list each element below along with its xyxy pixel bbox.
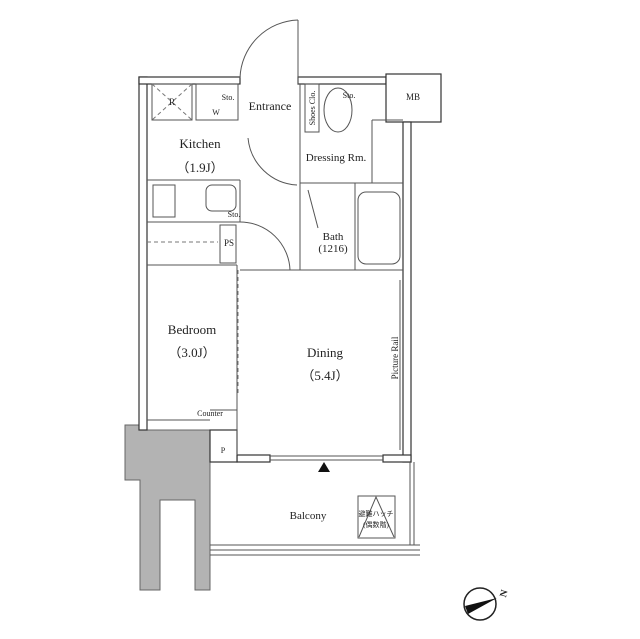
dining-size: （5.4J） [301, 368, 348, 383]
north-label: N [498, 588, 511, 599]
ps-label: PS [224, 238, 234, 248]
bath-door [307, 189, 319, 229]
p-label: P [221, 446, 226, 455]
washer-space [195, 83, 239, 121]
bath-label: Bath [323, 231, 344, 243]
ps-shaft [219, 224, 237, 264]
hatch-note: (偶数階) [363, 520, 389, 529]
window [270, 455, 383, 461]
mb-box [385, 73, 442, 123]
fridge-label: R [169, 97, 175, 107]
evacuation-hatch [357, 495, 396, 539]
entrance-door [239, 19, 299, 84]
dressing-label: Dressing Rm. [306, 152, 367, 164]
bedroom-door [239, 221, 291, 271]
washer-label: W [212, 108, 220, 117]
dining-label: Dining [307, 345, 344, 360]
outer-walls [138, 73, 442, 463]
bedroom-label: Bedroom [168, 322, 216, 337]
storage-label: Sto. [343, 91, 356, 100]
storage-label: Sto. [228, 210, 241, 219]
balcony-label: Balcony [290, 510, 327, 522]
bath-size: (1216) [318, 243, 348, 255]
window-marker-icon [318, 462, 330, 472]
sink-icon [205, 184, 237, 212]
bedroom-size: （3.0J） [168, 345, 215, 360]
picture-rail-label: Picture Rail [390, 336, 400, 379]
entrance-label: Entrance [249, 99, 292, 113]
bathtub-icon [357, 191, 401, 265]
interior-walls [147, 84, 403, 455]
counter-label: Counter [197, 409, 223, 418]
structural-column [124, 424, 211, 591]
dressing-door [247, 137, 298, 186]
mb-label: MB [406, 92, 420, 102]
shoes-closet-label: Shoes Clo. [308, 91, 317, 126]
kitchen-label: Kitchen [179, 136, 221, 151]
fridge-space [151, 83, 193, 121]
north-arrow-icon [463, 587, 497, 621]
storage-label: Sto. [222, 93, 235, 102]
balcony [210, 462, 420, 556]
toilet-icon [323, 87, 353, 133]
shoes-closet [304, 83, 320, 133]
kitchen-size: （1.9J） [176, 160, 223, 175]
hatch-label: 避難ハッチ [359, 509, 394, 518]
stove-icon [152, 184, 176, 218]
